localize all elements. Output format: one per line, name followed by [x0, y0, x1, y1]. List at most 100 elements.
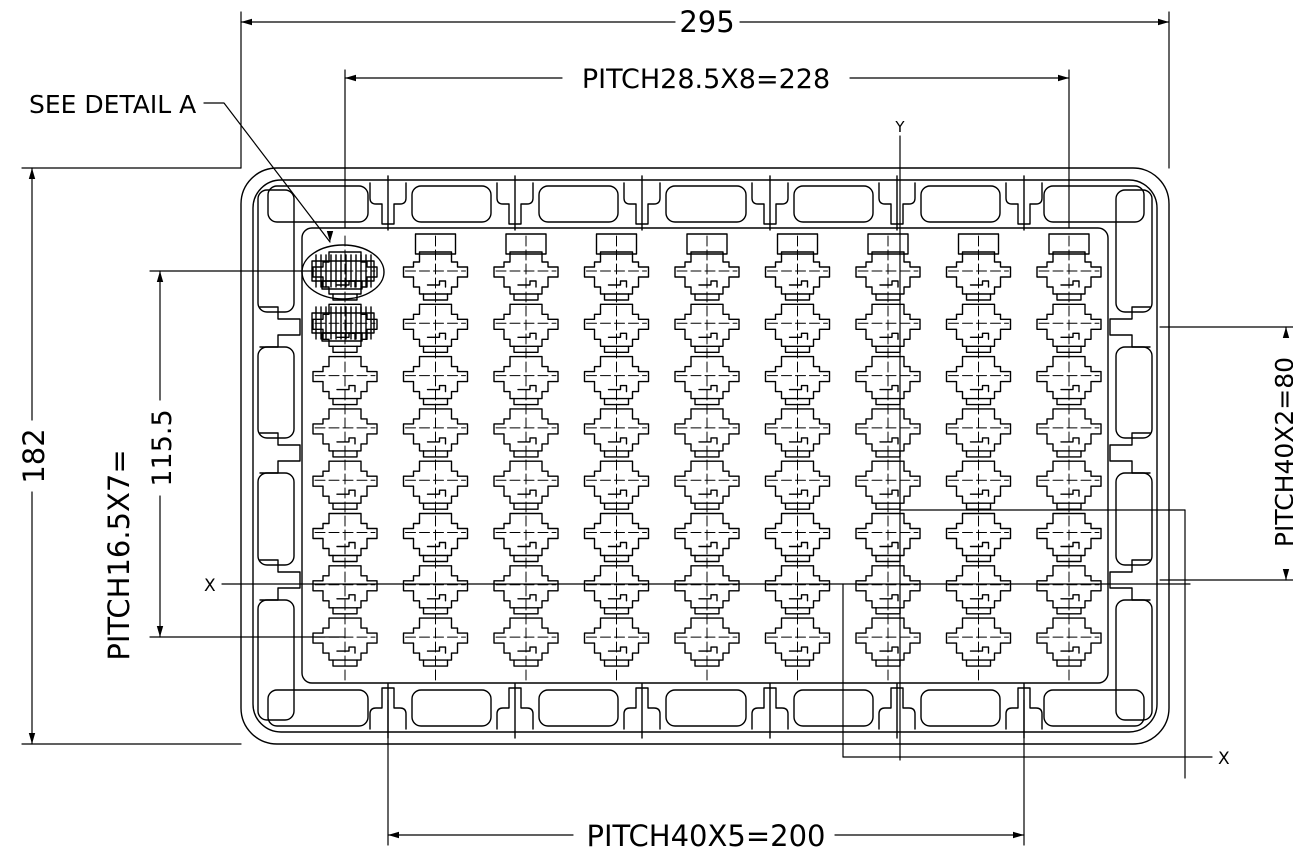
dimension-arrows	[28, 18, 1290, 839]
pocket	[583, 251, 650, 295]
right-tab	[1109, 559, 1151, 601]
pocket	[855, 617, 921, 661]
pocket-slot	[1060, 646, 1080, 654]
rim-features	[257, 175, 1153, 739]
pocket-slot	[336, 384, 356, 393]
pocket	[583, 355, 650, 400]
pocket-slot	[607, 332, 628, 340]
pocket-foot	[965, 450, 992, 458]
pocket	[493, 355, 559, 400]
label-axis-x-left: X	[204, 576, 216, 596]
arrowhead	[241, 18, 252, 26]
top-recess	[793, 185, 874, 223]
bottom-recess	[267, 689, 369, 727]
label-column-pitch: PITCH28.5X8=228	[582, 64, 830, 95]
top-recess	[411, 185, 492, 223]
pocket	[312, 251, 378, 295]
bottom-recess	[538, 689, 619, 727]
pocket-slot	[517, 437, 537, 445]
arrowhead	[345, 74, 356, 82]
detail-a-circle	[301, 244, 385, 300]
top-recess	[1043, 185, 1145, 223]
pocket	[1036, 512, 1102, 557]
dimension-labels: 295 PITCH28.5X8=228 SEE DETAIL A Y X X P…	[17, 5, 1293, 853]
arrowhead	[28, 168, 36, 179]
pocket	[1036, 408, 1102, 452]
left-recess	[257, 472, 295, 566]
pocket	[402, 460, 469, 504]
pocket	[674, 251, 740, 295]
right-tab	[1109, 432, 1151, 474]
arrowhead	[156, 271, 164, 282]
pocket-slot	[1060, 489, 1080, 497]
pocket-slot	[879, 646, 899, 654]
top-recess	[538, 185, 619, 223]
pocket-slot	[426, 384, 447, 393]
pocket-slot	[607, 646, 628, 654]
label-overall-height: 182	[17, 428, 51, 483]
pocket-slot	[426, 594, 447, 602]
bottom-recess	[1043, 689, 1145, 727]
pocket-slot	[517, 541, 537, 550]
pocket	[764, 251, 831, 295]
pocket-slot	[698, 437, 718, 445]
pocket-slot	[517, 489, 537, 497]
pocket	[493, 565, 559, 609]
bottom-recess	[411, 689, 492, 727]
left-recess	[257, 189, 295, 313]
pocket	[855, 460, 921, 504]
pocket	[945, 355, 1012, 400]
pocket	[764, 460, 831, 504]
right-recess	[1115, 599, 1153, 721]
pocket	[493, 460, 559, 504]
arrowhead	[1158, 18, 1169, 26]
pocket-area-edge	[301, 227, 1109, 684]
pocket	[312, 617, 378, 661]
pocket-slot	[698, 594, 718, 602]
pocket	[1036, 617, 1102, 661]
left-tab	[259, 432, 301, 474]
label-row-pitch: PITCH16.5X7=	[102, 449, 136, 660]
label-bottom-pitch: PITCH40X5=200	[587, 819, 826, 853]
pocket	[674, 565, 740, 609]
pocket-slot	[607, 280, 628, 288]
pocket	[855, 303, 921, 347]
pocket	[1036, 355, 1102, 400]
pocket	[674, 408, 740, 452]
pocket-slot	[336, 437, 356, 445]
pocket	[583, 460, 650, 504]
pocket-slot	[969, 437, 990, 445]
tray-outline	[240, 167, 1170, 745]
pocket-slot	[788, 384, 809, 393]
pocket	[402, 512, 469, 557]
pocket	[583, 303, 650, 347]
pocket-slot	[969, 332, 990, 340]
pocket	[1036, 303, 1102, 347]
pocket	[855, 355, 921, 400]
pocket	[583, 617, 650, 661]
pocket	[945, 408, 1012, 452]
pocket-slot	[969, 489, 990, 497]
pocket	[493, 512, 559, 557]
pocket-slot	[607, 594, 628, 602]
pocket	[945, 460, 1012, 504]
pocket	[493, 251, 559, 295]
detail-a-parts	[301, 244, 385, 342]
top-recess	[267, 185, 369, 223]
pocket	[674, 355, 740, 400]
pocket-foot	[1056, 450, 1082, 458]
pocket	[855, 408, 921, 452]
pocket-slot	[517, 332, 537, 340]
pocket	[1036, 251, 1102, 295]
pocket-slot	[607, 384, 628, 393]
arrowhead	[1282, 327, 1290, 338]
pocket	[402, 303, 469, 347]
pocket	[764, 355, 831, 400]
pocket	[312, 512, 378, 557]
left-recess	[257, 346, 295, 439]
pocket-slot	[698, 489, 718, 497]
pocket-slot	[607, 541, 628, 550]
pocket-slot	[1060, 437, 1080, 445]
pocket-slot	[788, 594, 809, 602]
